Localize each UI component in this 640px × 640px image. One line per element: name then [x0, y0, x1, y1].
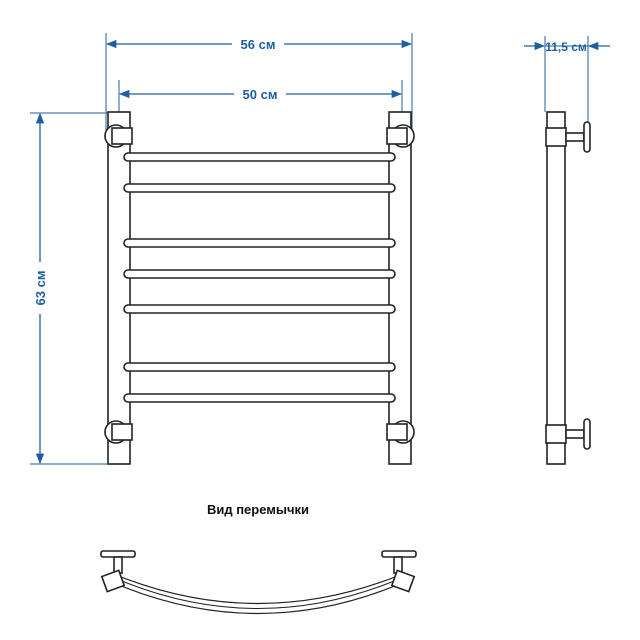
- bracket-top-right: [386, 124, 415, 148]
- rung: [123, 238, 396, 248]
- right-upright: [388, 111, 412, 465]
- inner-width-label: 50 см: [243, 87, 278, 102]
- jumper-fitting-left: [100, 550, 136, 593]
- rung: [123, 393, 396, 403]
- front-view: 56 см 50 см 63 см: [30, 33, 415, 465]
- rung: [123, 362, 396, 372]
- left-upright: [107, 111, 131, 465]
- bracket-top-left: [104, 124, 133, 148]
- jumper-view-caption: Вид перемычки: [207, 502, 309, 517]
- rung: [123, 152, 396, 162]
- overall-width-label: 56 см: [241, 37, 276, 52]
- height-label: 63 см: [33, 271, 48, 306]
- jumper-view: Вид перемычки: [100, 502, 417, 615]
- jumper-fitting-right: [381, 550, 417, 593]
- jumper-curve: [113, 574, 403, 615]
- side-bracket-bottom: [545, 418, 591, 450]
- depth-label: 11,5 см: [545, 40, 587, 54]
- bracket-bottom-right: [386, 420, 415, 444]
- bracket-bottom-left: [104, 420, 133, 444]
- rungs: [123, 152, 396, 403]
- rung: [123, 183, 396, 193]
- side-view: 11,5 см: [524, 36, 610, 465]
- rung: [123, 304, 396, 314]
- side-bracket-top: [545, 121, 591, 153]
- rung: [123, 269, 396, 279]
- side-upright: [546, 111, 566, 465]
